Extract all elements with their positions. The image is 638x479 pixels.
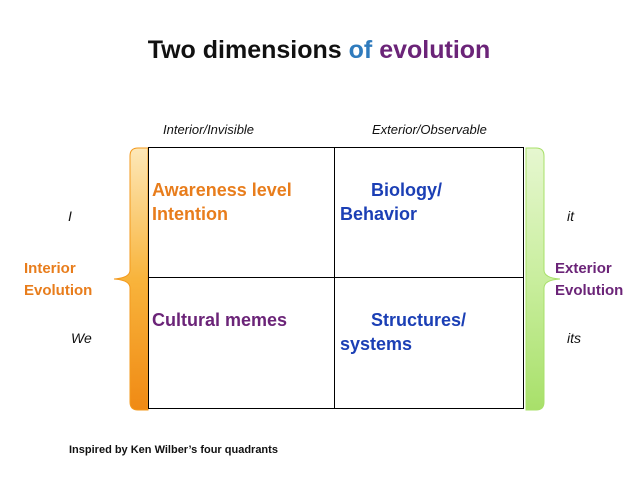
- quadrant-top-right: Biology/ Behavior: [340, 178, 442, 226]
- pronoun-it: it: [567, 208, 574, 224]
- grid-horizontal-divider: [148, 277, 524, 278]
- quadrant-grid: [148, 147, 524, 409]
- quadrant-bottom-right-line2: systems: [340, 334, 413, 354]
- column-header-exterior: Exterior/Observable: [372, 122, 487, 137]
- pronoun-its: its: [567, 330, 581, 346]
- quadrant-top-right-line1: Biology/: [371, 180, 442, 200]
- quadrant-top-left-line1: Awareness level: [152, 180, 292, 200]
- side-label-exterior-line1: Exterior: [555, 260, 612, 277]
- quadrant-top-right-line2: Behavior: [340, 204, 418, 224]
- side-label-interior: Interior Evolution: [24, 258, 92, 302]
- pronoun-i: I: [68, 208, 72, 224]
- title-part-1: Two dimensions: [147, 36, 342, 64]
- quadrant-top-left-line2: Intention: [152, 204, 228, 224]
- side-label-exterior: Exterior Evolution: [555, 258, 623, 302]
- side-label-exterior-line2: Evolution: [555, 282, 624, 299]
- side-label-interior-line2: Evolution: [24, 282, 93, 299]
- pronoun-we: We: [71, 330, 92, 346]
- quadrant-top-left: Awareness level Intention: [152, 178, 292, 226]
- quadrant-bottom-right: Structures/ systems: [340, 308, 466, 356]
- left-brace: [113, 147, 149, 411]
- quadrant-bottom-left: Cultural memes: [152, 308, 287, 332]
- quadrant-bottom-right-line1: Structures/: [371, 310, 467, 330]
- credit-note: Inspired by Ken Wilber’s four quadrants: [69, 444, 278, 456]
- title-part-3: evolution: [379, 36, 491, 64]
- quadrant-bottom-left-line1: Cultural memes: [152, 310, 288, 330]
- side-label-interior-line1: Interior: [24, 260, 76, 277]
- title-part-2: of: [348, 36, 373, 64]
- grid-vertical-divider: [334, 147, 335, 409]
- diagram-title: Two dimensions of evolution: [0, 36, 638, 65]
- right-brace: [525, 147, 561, 411]
- column-header-interior: Interior/Invisible: [163, 122, 255, 137]
